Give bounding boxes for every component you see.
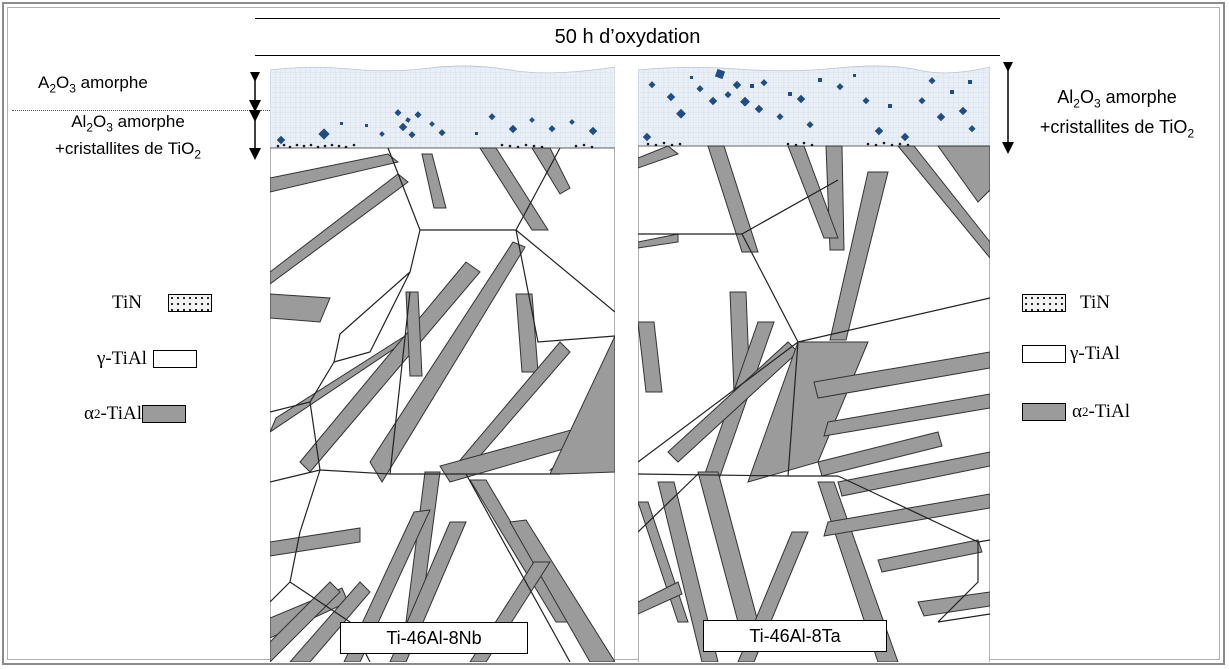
double-arrow-icon <box>249 72 261 160</box>
legend-swatch <box>1022 294 1066 312</box>
tin-band <box>276 143 594 149</box>
oxide-layer <box>638 65 990 147</box>
legend-gamma-left: γ-TiAl <box>97 348 197 370</box>
sample-label-ta: Ti-46Al-8Ta <box>703 620 887 652</box>
legend-swatch <box>167 294 212 312</box>
legend-tin-left: TiN <box>112 292 212 314</box>
legend-swatch <box>152 350 197 368</box>
legend-tin-right: TiN <box>1022 292 1110 314</box>
diagram-title: 50 h d’oxydation <box>255 18 1000 56</box>
outer-layer-label: A2O3 amorphe <box>38 73 148 96</box>
double-arrow-icon <box>1002 62 1014 154</box>
legend-swatch <box>1022 345 1066 363</box>
legend-swatch <box>1022 403 1066 421</box>
microstructure-panel-ta <box>638 65 990 662</box>
tin-band <box>646 141 910 147</box>
layer-boundary-line <box>12 110 346 111</box>
right-oxide-label: Al2O3 amorphe +cristallites de TiO2 <box>1039 87 1195 141</box>
legend-swatch <box>142 405 187 423</box>
inner-layer-label: Al2O3 amorphe +cristallites de TiO2 <box>54 112 202 162</box>
legend-gamma-right: γ-TiAl <box>1022 343 1120 365</box>
sample-label-nb: Ti-46Al-8Nb <box>340 622 528 654</box>
oxide-layer <box>270 65 615 149</box>
microstructure-panel-nb <box>270 65 615 662</box>
